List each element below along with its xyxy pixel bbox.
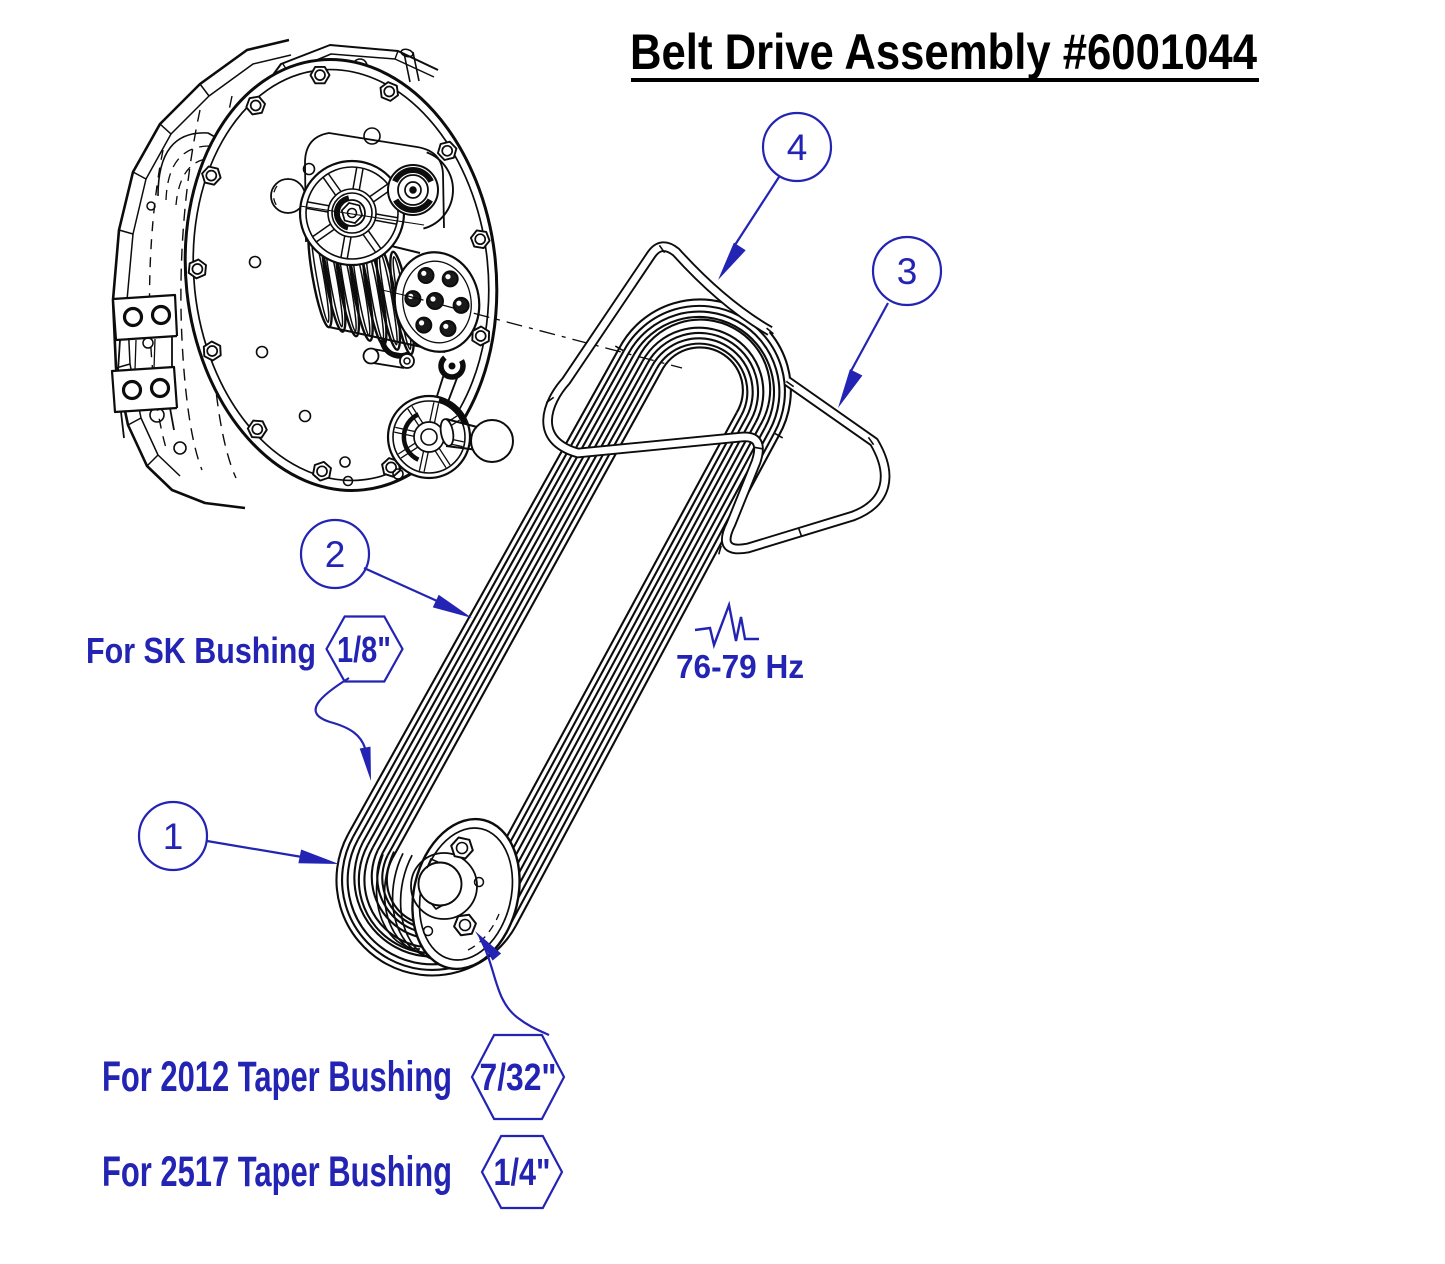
svg-text:Belt Drive Assembly #6001044: Belt Drive Assembly #6001044 [630, 24, 1257, 80]
svg-text:For 2517 Taper Bushing: For 2517 Taper Bushing [102, 1148, 452, 1196]
svg-text:2: 2 [325, 534, 346, 575]
svg-text:7/32": 7/32" [480, 1057, 557, 1099]
svg-text:76-79 Hz: 76-79 Hz [676, 648, 804, 685]
svg-text:4: 4 [787, 127, 808, 168]
svg-text:1: 1 [163, 816, 184, 857]
svg-text:1/4": 1/4" [494, 1152, 551, 1194]
svg-text:3: 3 [897, 251, 918, 292]
svg-text:For SK Bushing: For SK Bushing [86, 630, 316, 671]
svg-text:For 2012 Taper Bushing: For 2012 Taper Bushing [102, 1053, 452, 1101]
svg-text:1/8": 1/8" [337, 629, 391, 670]
